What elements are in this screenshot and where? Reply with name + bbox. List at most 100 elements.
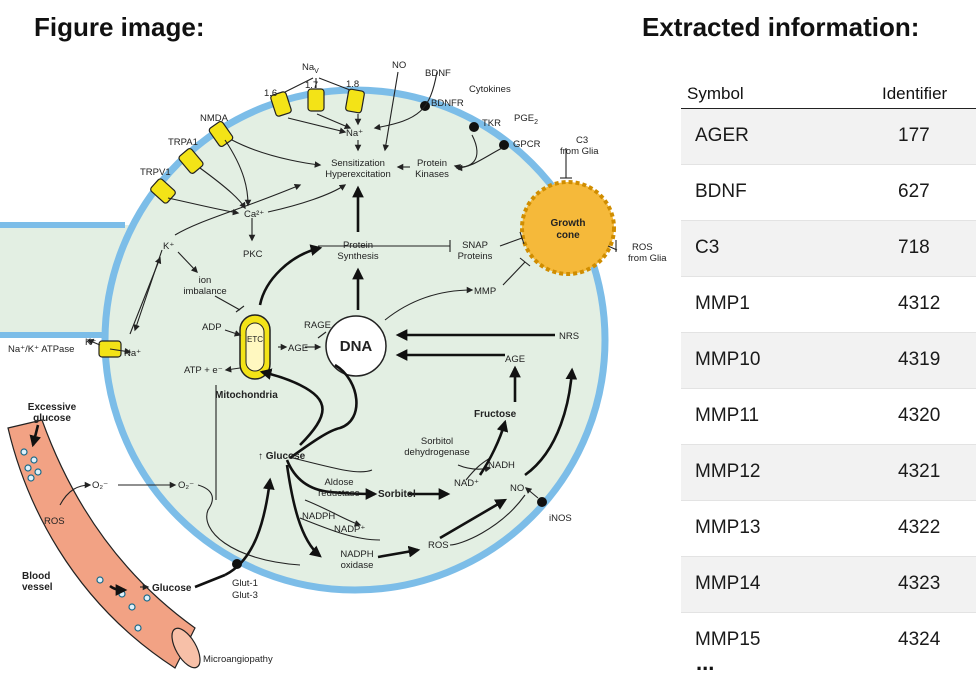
nad-plus-label: NAD⁺ [454,478,479,489]
nadph-oxidase-label-1: NADPH [340,549,373,560]
sorbitol-dh-label-2: dehydrogenase [404,447,470,458]
pkc-label: PKC [243,249,263,260]
membrane-receptors [232,101,547,569]
symbol-column-header: Symbol [687,84,744,103]
glucose-vessel-label: Glucose [152,583,192,594]
receptor-channels [98,120,234,358]
symbol-cell: BDNF [695,181,747,202]
nav18-label: 1.8 [346,79,359,90]
identifier-cell: 4312 [898,293,941,314]
vessel-label: vessel [22,582,53,593]
blood-label: Blood [22,571,50,582]
ros-mid-label: ROS [428,540,449,551]
atp-label: ATP + e⁻ [184,365,223,376]
rage-label: RAGE [304,320,331,331]
nak-atpase-label: Na⁺/K⁺ ATPase [8,344,74,355]
symbol-cell: MMP13 [695,517,761,538]
identifier-cell: 4322 [898,517,941,538]
glut1-label: Glut-1 [232,578,258,589]
neuropathy-pathway-diagram: Growth cone DNA [0,60,667,669]
ros-from-glia-label: from Glia [628,253,667,264]
age-left-label: AGE [288,343,308,354]
identifier-cell: 4324 [898,629,941,650]
table-row: MMP1 4312 [681,277,976,333]
symbol-cell: MMP14 [695,573,761,594]
protein-synthesis-label-2: Synthesis [337,251,378,262]
k-plus-label: K⁺ [163,241,174,252]
bdnf-label: BDNF [425,68,451,79]
pathway-arrows [59,71,618,591]
nadph-label: NADPH [302,511,335,522]
sorbitol-label: Sorbitol [378,489,416,500]
etc-label: ETC [247,335,263,344]
protein-kinases-label-1: Protein [417,158,447,169]
dna-node [325,315,387,377]
identifier-cell: 718 [898,237,930,258]
trpv1-label: TRPV1 [140,167,171,178]
ca2-label: Ca²⁺ [244,209,264,220]
diagram-labels: NaV 1.6 1.7 1.8 Na⁺ NO BDNF BDNFR Cytoki… [8,60,667,665]
glut3-label: Glut-3 [232,590,258,601]
c3-from-glia-label: from Glia [560,146,599,157]
adp-label: ADP [202,322,222,333]
hyperexcitation-label: Hyperexcitation [325,169,390,180]
identifier-cell: 4323 [898,573,941,594]
identifier-cell: 177 [898,125,930,146]
extracted-heading: Extracted information: [642,12,920,42]
age-right-label: AGE [505,354,525,365]
blood-vessel [7,419,201,669]
na-plus-label: Na⁺ [346,128,363,139]
identifier-cell: 4321 [898,461,941,482]
table-row: MMP15 4324 [681,613,976,668]
c3-label: C3 [576,135,588,146]
nav16-label: 1.6 [264,88,277,99]
mmp-label: MMP [474,286,496,297]
symbol-cell: AGER [695,125,749,146]
nadph-oxidase-label-2: oxidase [341,560,374,571]
glucose-in-label: ↑ Glucose [258,451,306,462]
inos-label: iNOS [549,513,572,524]
identifier-cell: 4319 [898,349,941,370]
table-row: BDNF 627 [681,165,976,221]
k-plus-pump-label: K⁺ [85,337,96,348]
mitochondria [239,314,271,380]
dna-label: DNA [340,338,373,355]
table-row: AGER 177 [681,109,976,165]
o2-right-label: O₂⁻ [178,480,194,491]
nav17-label: 1.7 [305,80,318,91]
no-top-label: NO [392,60,406,71]
o2-left-label: O₂⁻ [92,480,108,491]
cone-label: cone [556,230,580,241]
nmda-label: NMDA [200,113,229,124]
snap-label: SNAP [462,240,488,251]
ros-vessel-label: ROS [44,516,65,527]
nadh-label: NADH [488,460,515,471]
table-row: MMP14 4323 [681,557,976,613]
table-header: Symbol Identifier [681,80,976,109]
aldose-label-1: Aldose [324,477,353,488]
ros-glia-label: ROS [632,242,653,253]
aldose-label-2: reductase [318,488,360,499]
symbol-cell: MMP11 [695,405,760,426]
protein-kinases-label-2: Kinases [415,169,449,180]
symbol-cell: MMP1 [695,293,750,314]
excessive-label: Excessive [28,402,77,413]
pge2-label: PGE2 [514,113,538,126]
ion-label: ion [199,275,212,286]
bdnfr-label: BDNFR [431,98,464,109]
mitochondria-label: Mitochondria [215,390,278,401]
growth-label: Growth [551,218,586,229]
sorbitol-dh-label-1: Sorbitol [421,436,453,447]
identifier-cell: 627 [898,181,930,202]
symbol-cell: MMP12 [695,461,761,482]
table-row: MMP13 4322 [681,501,976,557]
trpa1-label: TRPA1 [168,137,198,148]
symbol-cell: MMP10 [695,349,761,370]
glucose-excess-label: glucose [33,413,71,424]
snap-proteins-label: Proteins [458,251,493,262]
symbol-cell: MMP15 [695,629,761,650]
sensitization-label: Sensitization [331,158,385,169]
na-plus-pump-label: Na⁺ [124,348,141,359]
